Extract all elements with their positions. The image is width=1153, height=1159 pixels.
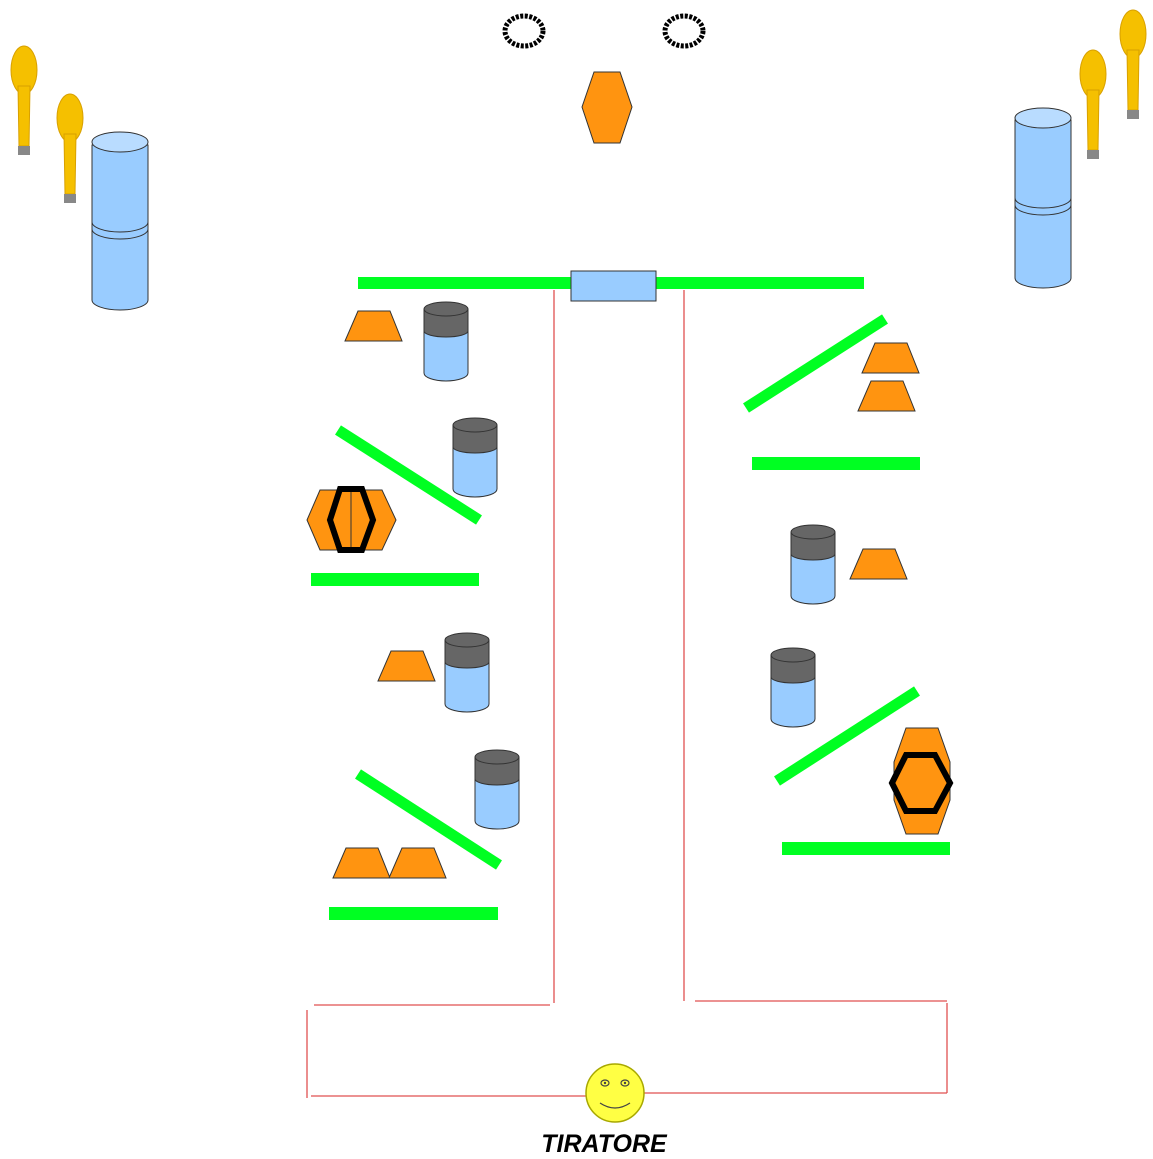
barrel-icon-r2	[770, 647, 816, 728]
trapezoid-target-icon-l4	[388, 847, 447, 879]
barrel-icon-r1	[790, 524, 836, 605]
no-shoot-icon-l1	[326, 486, 377, 553]
ring-icon-right	[662, 13, 706, 49]
hexagon-target-icon-top	[581, 71, 633, 144]
wall-diagonal-r2	[774, 686, 920, 786]
wall-diagonal-l2	[355, 769, 502, 870]
fault-lines	[306, 290, 948, 1098]
trapezoid-target-icon-r1	[861, 342, 920, 374]
barrel-stack-left	[91, 131, 149, 311]
hexagon-target-icon-r1	[893, 727, 951, 835]
trapezoid-target-icon-l3	[332, 847, 391, 879]
barrel-icon-l2	[452, 417, 498, 498]
trapezoid-target-icon-l2	[377, 650, 436, 682]
wall-diagonal-r1	[743, 314, 888, 413]
popper-icon-left-2	[56, 93, 84, 204]
no-shoot-icon-r1	[888, 752, 954, 814]
center-box	[570, 270, 657, 302]
popper-icon-left-1	[10, 45, 38, 156]
barrel-stack-right	[1014, 107, 1072, 289]
shooter-label: TIRATORE	[541, 1130, 667, 1158]
barrel-icon-l4	[474, 749, 520, 830]
ring-icon-left	[502, 13, 546, 49]
trapezoid-target-icon-r3	[849, 548, 908, 580]
wall-diagonal-l1	[335, 425, 482, 525]
wall-r1	[752, 457, 920, 470]
hexagon-target-icon-l1	[306, 489, 397, 551]
wall-l1	[311, 573, 479, 586]
popper-icon-right-1	[1079, 49, 1107, 160]
shooter-icon	[585, 1063, 645, 1123]
barrel-icon-l1	[423, 301, 469, 382]
trapezoid-target-icon-r2	[857, 380, 916, 412]
wall-l2	[329, 907, 498, 920]
popper-icon-right-2	[1119, 9, 1147, 120]
trapezoid-target-icon-l1	[344, 310, 403, 342]
barrel-icon-l3	[444, 632, 490, 713]
wall-r2	[782, 842, 950, 855]
